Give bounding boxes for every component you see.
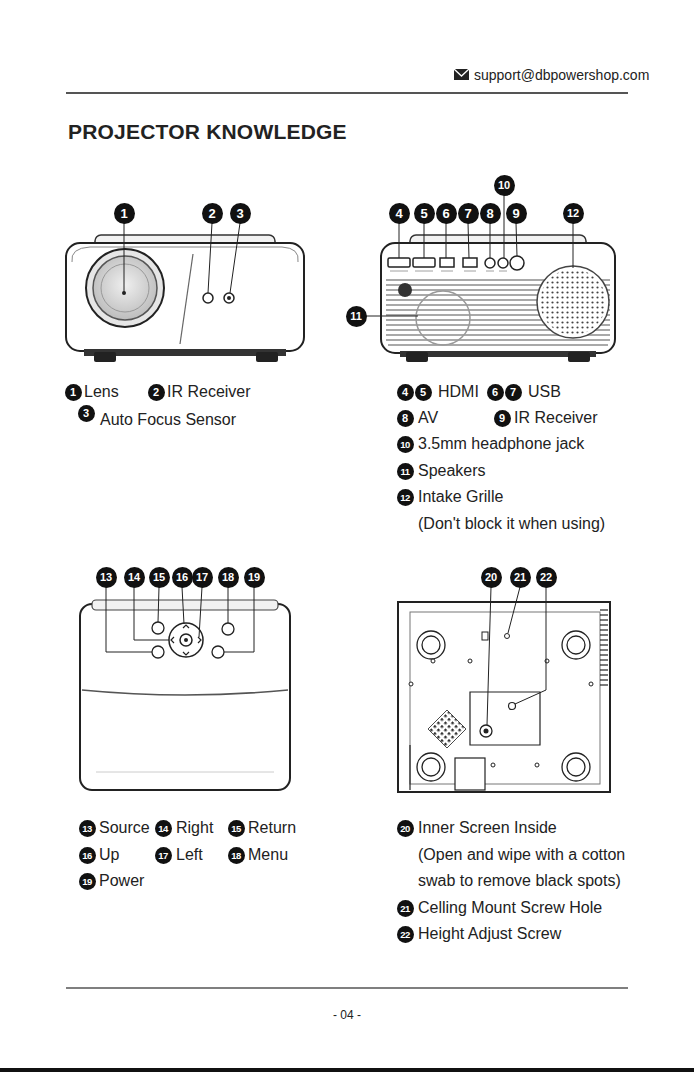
part-label: USB — [528, 382, 561, 402]
callout-number: 20 — [397, 820, 414, 837]
callout-number: 9 — [506, 203, 527, 224]
callout-number: 8 — [480, 203, 501, 224]
part-label: Menu — [248, 845, 288, 865]
back-view — [366, 195, 615, 362]
callout-number: 3 — [230, 203, 251, 224]
part-label: Auto Focus Sensor — [100, 410, 236, 430]
callout-number: 19 — [79, 873, 96, 890]
part-label: Inner Screen Inside — [418, 818, 557, 838]
callout-number: 3 — [78, 405, 95, 422]
callout-number: 8 — [397, 410, 414, 427]
part-label: Left — [176, 845, 203, 865]
callout-number: 13 — [79, 820, 96, 837]
callout-number: 22 — [536, 567, 557, 588]
callout-number: 15 — [228, 820, 245, 837]
support-email: support@dbpowershop.com — [474, 65, 649, 85]
callout-number: 10 — [397, 436, 414, 453]
callout-number: 22 — [397, 926, 414, 943]
part-label: Speakers — [418, 461, 486, 481]
part-label: 3.5mm headphone jack — [418, 434, 584, 454]
callout-number: 17 — [192, 567, 213, 588]
callout-number: 20 — [481, 567, 502, 588]
callout-number: 21 — [510, 567, 531, 588]
callout-number: 5 — [414, 203, 435, 224]
callout-number: 12 — [397, 489, 414, 506]
callout-number: 2 — [148, 384, 165, 401]
callout-number: 18 — [228, 847, 245, 864]
part-label: IR Receiver — [167, 382, 251, 402]
callout-number: 1 — [65, 384, 82, 401]
callout-number: 6 — [487, 384, 504, 401]
callout-number: 17 — [155, 847, 172, 864]
part-label: (Don't block it when using) — [418, 514, 605, 534]
callout-number: 2 — [202, 203, 223, 224]
page-edge — [0, 1068, 694, 1072]
callout-number: 11 — [397, 463, 414, 480]
callout-number: 9 — [494, 410, 511, 427]
callout-number: 4 — [389, 203, 410, 224]
callout-number: 6 — [436, 203, 457, 224]
part-label: IR Receiver — [514, 408, 598, 428]
callout-number: 5 — [415, 384, 432, 401]
callout-number: 16 — [79, 847, 96, 864]
part-label: HDMI — [438, 382, 479, 402]
mail-icon — [454, 69, 469, 80]
part-label: Up — [99, 845, 119, 865]
part-label: Right — [176, 818, 213, 838]
part-note: (Open and wipe with a cotton swab to rem… — [418, 842, 636, 894]
callout-number: 14 — [155, 820, 172, 837]
part-label: Source — [99, 818, 150, 838]
part-label: Celling Mount Screw Hole — [418, 898, 602, 918]
part-label: Power — [99, 871, 144, 891]
callout-number: 13 — [96, 567, 117, 588]
part-label: Return — [248, 818, 296, 838]
part-label: Intake Grille — [418, 487, 503, 507]
footer-rule — [66, 987, 628, 989]
callout-number: 1 — [114, 203, 135, 224]
callout-number: 19 — [244, 567, 265, 588]
callout-number: 7 — [458, 203, 479, 224]
page-number: - 04 - — [333, 1007, 361, 1023]
header-rule — [66, 92, 628, 94]
callout-number: 14 — [124, 567, 145, 588]
part-label: AV — [418, 408, 438, 428]
page-title: PROJECTOR KNOWLEDGE — [68, 119, 347, 145]
front-view — [66, 223, 304, 362]
callout-number: 11 — [346, 306, 367, 327]
bottom-view — [398, 587, 610, 792]
callout-number: 4 — [397, 384, 414, 401]
callout-number: 18 — [218, 567, 239, 588]
callout-number: 10 — [494, 175, 515, 196]
callout-number: 12 — [563, 203, 584, 224]
top-view — [80, 587, 290, 790]
part-label: Height Adjust Screw — [418, 924, 561, 944]
callout-number: 21 — [397, 900, 414, 917]
callout-number: 7 — [505, 384, 522, 401]
callout-number: 15 — [149, 567, 170, 588]
callout-number: 16 — [172, 567, 193, 588]
part-label: Lens — [84, 382, 119, 402]
